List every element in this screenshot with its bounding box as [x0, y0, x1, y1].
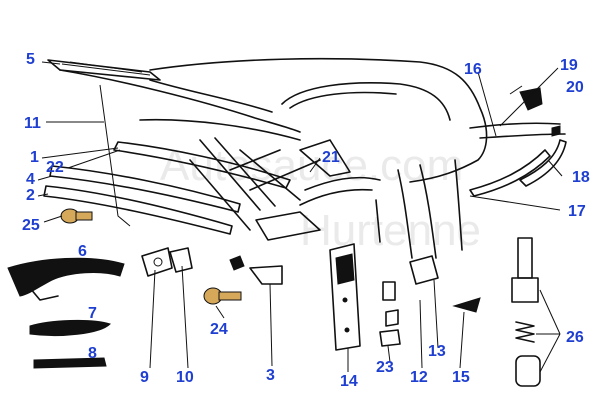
rear-rail-16	[469, 122, 561, 129]
spring-assembly-26	[511, 237, 541, 387]
rear-rail-18	[519, 139, 567, 187]
corner-cap-20	[519, 87, 543, 111]
callout-1: 1	[30, 149, 39, 166]
spring-12	[382, 281, 396, 301]
leader-lines	[37, 61, 563, 373]
roof-outline	[149, 57, 488, 183]
callout-12: 12	[410, 369, 428, 386]
callout-10: 10	[176, 369, 194, 386]
bow-2	[43, 185, 233, 235]
bracket-3	[249, 265, 283, 285]
callout-2: 2	[26, 187, 35, 204]
callout-26: 26	[566, 329, 584, 346]
callout-3: 3	[266, 367, 275, 384]
bracket-13	[409, 255, 439, 285]
hinge-10	[169, 247, 193, 273]
callout-25: 25	[22, 217, 40, 234]
callout-5: 5	[26, 51, 35, 68]
callout-9: 9	[140, 369, 149, 386]
rear-pillar-right	[454, 159, 463, 251]
watermark: Autosauce.com Hurtenne	[160, 141, 481, 255]
callout-22: 22	[46, 159, 64, 176]
callout-21: 21	[322, 149, 340, 166]
callouts: 5 11 1 22 4 2 25 6 7 8 9 10 3 24 14 23 1…	[22, 51, 590, 390]
screw-25	[60, 208, 93, 224]
wing-screw-15	[452, 297, 481, 313]
callout-23: 23	[376, 359, 394, 376]
watermark-line-1: Autosauce.com	[160, 141, 463, 190]
callout-8: 8	[88, 345, 97, 362]
callout-13: 13	[428, 343, 446, 360]
rear-window-frame	[281, 82, 451, 121]
callout-24: 24	[210, 321, 228, 338]
callout-7: 7	[88, 305, 97, 322]
link-arms-21	[299, 176, 381, 206]
bracket-9	[141, 247, 173, 277]
pad-7	[29, 319, 111, 336]
folding-linkage	[189, 137, 321, 231]
strip-8	[33, 357, 107, 369]
clip-19	[551, 125, 561, 137]
side-rail-upper	[59, 69, 301, 133]
callout-15: 15	[452, 369, 470, 386]
bow-4	[49, 165, 241, 213]
callout-6: 6	[78, 243, 87, 260]
rear-rail-17	[469, 149, 551, 197]
nut-23	[379, 329, 401, 347]
screw-24	[203, 287, 242, 305]
callout-14: 14	[340, 373, 358, 390]
callout-17: 17	[568, 203, 586, 220]
callout-20: 20	[566, 79, 584, 96]
clip-3a	[229, 255, 245, 271]
callout-16: 16	[464, 61, 482, 78]
rear-pillar-left	[397, 169, 413, 259]
callout-18: 18	[572, 169, 590, 186]
callout-4: 4	[26, 171, 35, 188]
callout-11: 11	[24, 115, 41, 132]
plate-14	[329, 243, 361, 351]
latch-handle-6	[7, 257, 125, 297]
cable-11	[99, 84, 131, 227]
front-header-bow	[47, 59, 161, 81]
top-frame	[43, 57, 567, 259]
watermark-line-2: Hurtenne	[300, 206, 481, 255]
rod	[375, 199, 381, 243]
callout-19: 19	[560, 57, 578, 74]
bow-1	[139, 118, 301, 141]
